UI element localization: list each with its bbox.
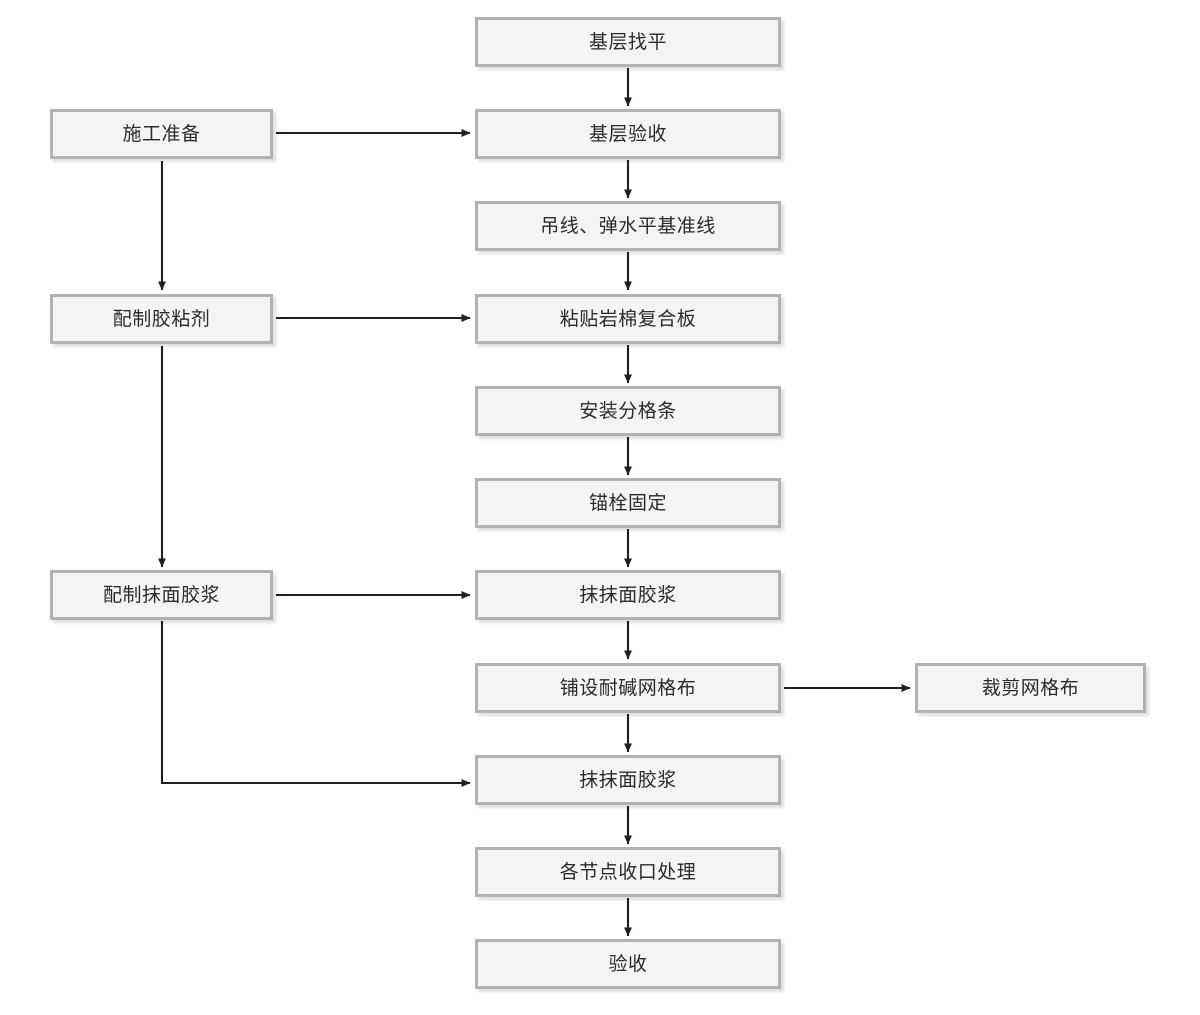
node-label: 铺设耐碱网格布 [559,677,697,699]
node-anchor-bolt-fixing[interactable]: 锚栓固定 [475,478,781,528]
node-apply-plaster-mortar-first[interactable]: 抹抹面胶浆 [475,570,781,620]
node-label: 配制胶粘剂 [112,308,211,330]
edge-l3-m9 [160,621,471,787]
node-final-acceptance[interactable]: 验收 [475,939,781,989]
node-base-leveling[interactable]: 基层找平 [475,17,781,67]
node-label: 配制抹面胶浆 [102,584,220,606]
node-label: 施工准备 [122,123,201,145]
node-label: 吊线、弹水平基准线 [540,215,716,237]
node-apply-plaster-mortar-second[interactable]: 抹抹面胶浆 [475,755,781,805]
node-construction-preparation[interactable]: 施工准备 [50,109,273,159]
node-label: 锚栓固定 [588,492,667,514]
node-line-marking[interactable]: 吊线、弹水平基准线 [475,201,781,251]
node-cut-mesh-fabric[interactable]: 裁剪网格布 [915,663,1146,713]
node-install-divider-strip[interactable]: 安装分格条 [475,386,781,436]
node-label: 抹抹面胶浆 [579,769,677,791]
node-prepare-adhesive[interactable]: 配制胶粘剂 [50,294,273,344]
node-label: 验收 [608,953,648,975]
node-label: 抹抹面胶浆 [579,584,677,606]
node-label: 安装分格条 [579,400,677,422]
node-label: 各节点收口处理 [559,861,697,883]
node-label: 裁剪网格布 [981,677,1080,699]
node-label: 基层找平 [588,31,667,53]
node-base-acceptance[interactable]: 基层验收 [475,109,781,159]
node-node-closure-treatment[interactable]: 各节点收口处理 [475,847,781,897]
node-paste-rockwool-panel[interactable]: 粘贴岩棉复合板 [475,294,781,344]
node-prepare-plaster-mortar[interactable]: 配制抹面胶浆 [50,570,273,620]
node-label: 粘贴岩棉复合板 [559,308,697,330]
node-lay-alkali-resistant-mesh[interactable]: 铺设耐碱网格布 [475,663,781,713]
node-label: 基层验收 [588,123,667,145]
